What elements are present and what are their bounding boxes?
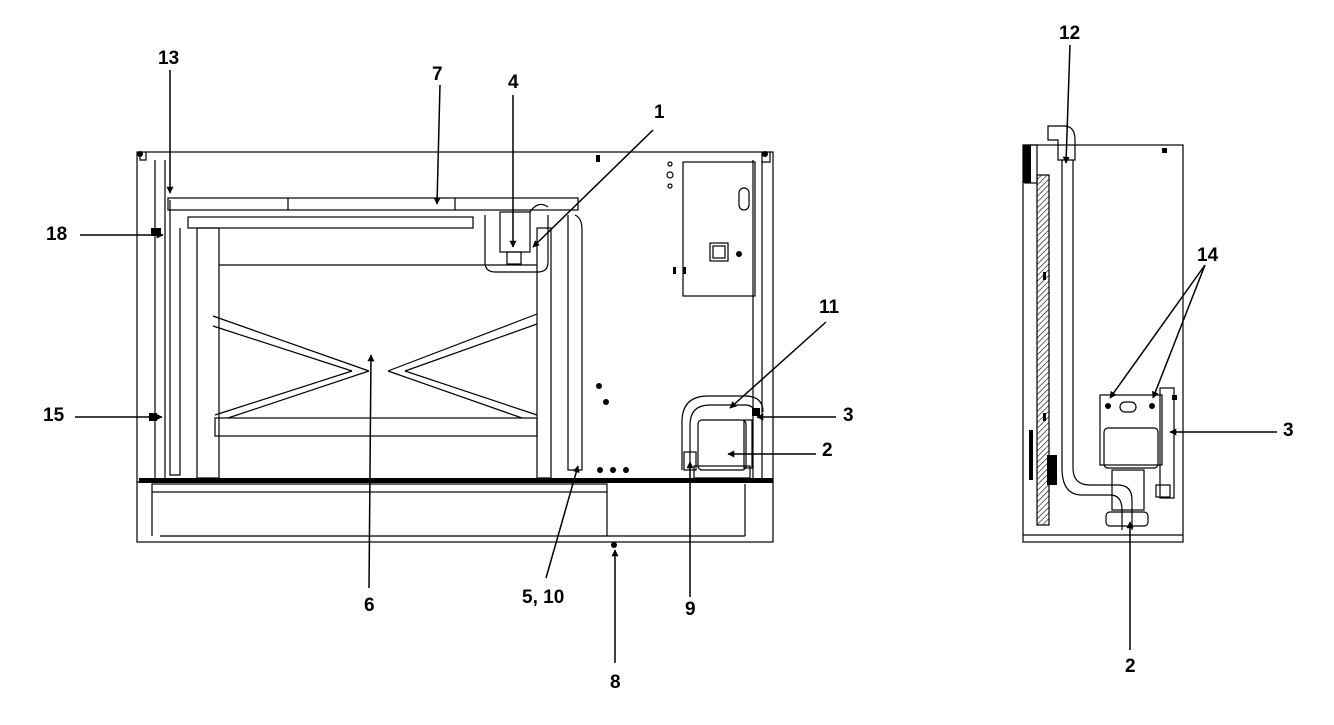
callout-11: 11 (819, 297, 840, 318)
callout-3-side: 3 (1283, 420, 1294, 441)
pump-body (697, 419, 747, 471)
side-wall-hatched (1036, 174, 1050, 526)
leader-1 (532, 129, 654, 248)
leader-lines (75, 44, 1277, 663)
callout-2-side: 2 (1125, 656, 1136, 677)
front-view-fasteners (137, 151, 773, 548)
leader-12 (1062, 44, 1071, 164)
side-pump-foot (1105, 511, 1149, 527)
vent-tube (1061, 160, 1123, 530)
callout-2-front: 2 (822, 440, 833, 461)
callout-1: 1 (654, 102, 665, 123)
upper-rail (167, 197, 579, 211)
control-panel (682, 161, 756, 297)
side-pump-bracket (1099, 394, 1163, 466)
callout-3-front: 3 (843, 405, 854, 426)
callout-13: 13 (158, 48, 180, 69)
leader-11 (729, 321, 827, 409)
callout-15: 15 (43, 405, 65, 426)
callout-18: 18 (46, 224, 68, 245)
callout-7: 7 (432, 64, 443, 85)
callout-6: 6 (364, 595, 375, 616)
leader-14b (1152, 264, 1206, 399)
crossbar-frame (196, 227, 220, 479)
float-switch-housing (484, 215, 549, 273)
leader-5-10 (545, 465, 580, 579)
side-view-fasteners (1023, 145, 1177, 485)
vent-elbow (1047, 125, 1076, 161)
drain-pan (136, 481, 774, 543)
callout-5-10: 5, 10 (522, 587, 565, 608)
callout-8: 8 (610, 672, 621, 693)
panel-switch (709, 242, 729, 262)
leader-14a (1109, 264, 1206, 399)
callout-14: 14 (1197, 245, 1219, 266)
callout-9: 9 (685, 599, 696, 620)
discharge-hose (689, 404, 756, 470)
side-housing-outline (1022, 144, 1184, 543)
callout-4: 4 (508, 72, 519, 93)
leader-7 (433, 84, 441, 205)
callout-12: 12 (1059, 23, 1081, 44)
leader-6 (367, 354, 375, 589)
front-view (136, 151, 774, 543)
